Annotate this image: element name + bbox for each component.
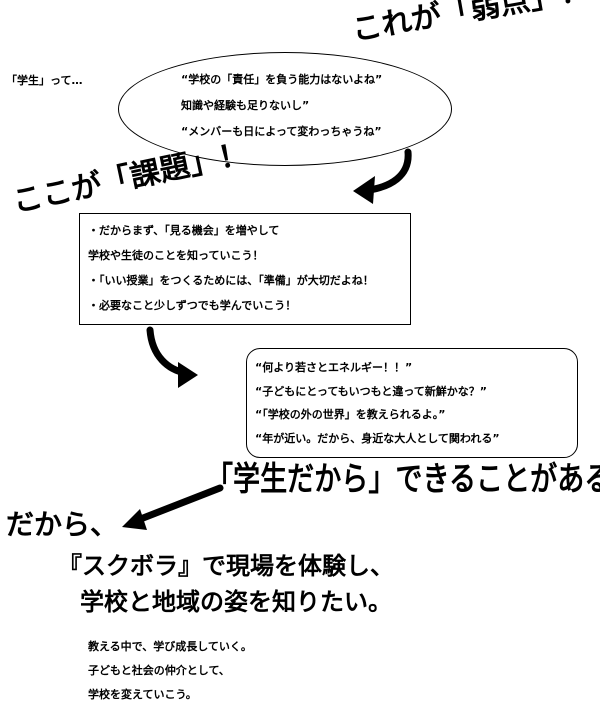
challenge-line-1: ・だからまず、「見る機会」を増やして <box>88 224 280 237</box>
weakness-line-1: “学校の「責任」を負う能力はないよね” <box>181 73 383 86</box>
conclusion-dakara: だから、 <box>6 508 119 541</box>
weakness-bubble: “学校の「責任」を負う能力はないよね” 知識や経験も足りないし” “メンバーも日… <box>118 52 452 166</box>
weakness-line-2: 知識や経験も足りないし” <box>181 99 310 112</box>
strength-line-1: “何より若さとエネルギー！！” <box>255 361 413 374</box>
closing-line-3: 学校を変えていこう。 <box>88 688 197 701</box>
closing-line-2: 子どもと社会の仲介として、 <box>88 664 230 677</box>
arrowhead-2 <box>178 362 198 388</box>
challenge-line-2: 学校や生徒のことを知っていこう！ <box>88 249 264 262</box>
arrowhead-1 <box>353 176 375 204</box>
strength-line-2: “子どもにとってもいつもと違って新鮮かな？” <box>255 385 488 398</box>
closing-line-1: 教える中で、学び成長していく。 <box>88 640 252 653</box>
student-label: 「学生」って… <box>6 74 83 87</box>
challenge-line-4: ・必要なこと少しずつでも学んでいこう！ <box>88 299 297 312</box>
challenge-line-3: ・「いい授業」をつくるためには、「準備」が大切だよね！ <box>88 274 374 287</box>
arrowhead-3 <box>122 509 147 530</box>
arrow-can-do-to-conclusion <box>134 484 224 524</box>
conclusion-line-2: 学校と地域の姿を知りたい。 <box>80 588 392 616</box>
strength-box: “何より若さとエネルギー！！” “子どもにとってもいつもと違って新鮮かな？” “… <box>246 348 578 458</box>
challenge-box: ・だからまず、「見る機会」を増やして 学校や生徒のことを知っていこう！ ・「いい… <box>79 213 411 325</box>
can-do-heading: 「学生だから」できることがある！ <box>206 459 600 498</box>
weakness-line-3: “メンバーも日によって変わっちゃうね” <box>181 125 382 138</box>
strength-line-3: “「学校の外の世界」を教えられるよ。” <box>255 408 446 421</box>
strength-line-4: “年が近い。だから、身近な大人として関われる” <box>255 432 500 445</box>
conclusion-line-1: 『スクボラ』で現場を体験し、 <box>58 552 394 580</box>
